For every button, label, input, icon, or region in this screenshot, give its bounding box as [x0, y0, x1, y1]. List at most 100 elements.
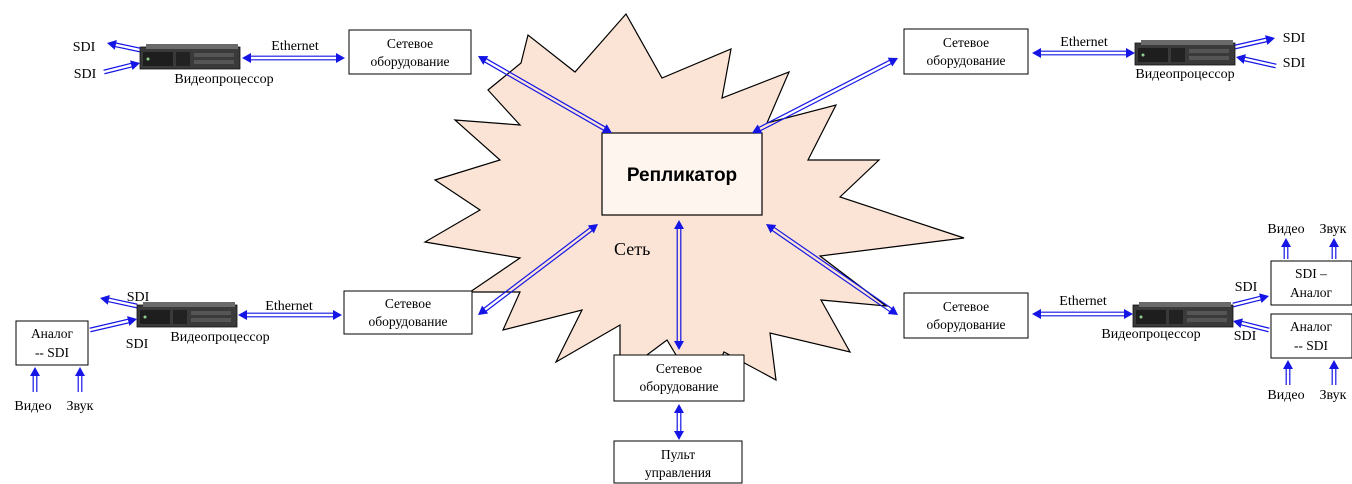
arrow-line [482, 226, 591, 310]
sdi-label: SDI [126, 337, 149, 352]
arrow-line [1235, 40, 1268, 50]
arrow-head [1283, 360, 1293, 369]
box-line: SDI – [1295, 266, 1327, 281]
ethernet-tl [242, 53, 345, 63]
arrow-line [103, 62, 132, 71]
sound-in-right [1329, 360, 1339, 385]
network-equipment-bottom-left[interactable]: Сетевое оборудование [343, 290, 473, 335]
videoprocessor-label: Видеопроцессор [1101, 327, 1200, 342]
video-in-right [1283, 360, 1293, 385]
arrow-line [1241, 320, 1270, 329]
link-bc-replicator [674, 220, 684, 350]
video-out-right [1281, 238, 1291, 259]
sound-label: Звук [1320, 388, 1347, 403]
sdi-in-bl [89, 316, 137, 333]
box-line: Аналог [31, 326, 74, 341]
network-equipment-top-right[interactable]: Сетевое оборудование [903, 28, 1029, 75]
arrow-head [1233, 318, 1243, 329]
arrow-head [478, 305, 489, 315]
box-line: Сетевое [943, 299, 989, 314]
arrow-head [1124, 309, 1133, 319]
arrow-head [674, 431, 684, 440]
arrow-line [759, 62, 892, 132]
arrow-head [1126, 48, 1135, 58]
arrow-line [758, 59, 891, 129]
box-line: управления [645, 465, 711, 480]
box-line: оборудование [926, 53, 1005, 68]
ethernet-tr [1032, 48, 1135, 58]
arrow-line [773, 226, 893, 310]
arrow-line [115, 42, 141, 49]
sdi-out-bl [100, 295, 138, 309]
link-tr-replicator [752, 57, 898, 134]
link-tl-replicator [478, 56, 612, 133]
ethernet-label: Ethernet [1059, 294, 1107, 309]
video-label: Видео [14, 399, 51, 414]
arrow-head [1032, 48, 1041, 58]
arrow-head [100, 295, 110, 305]
arrow-head [1236, 54, 1246, 64]
connection-arrows [30, 35, 1339, 440]
box-line: оборудование [639, 379, 718, 394]
box-line: Сетевое [943, 35, 989, 50]
arrow-line [114, 45, 140, 53]
network-equipment-bottom-center[interactable]: Сетевое оборудование [613, 354, 745, 402]
arrow-head [333, 310, 342, 320]
arrow-head [127, 316, 137, 326]
videoprocessor-label: Видеопроцессор [1135, 67, 1234, 82]
converter-analog-sdi-left[interactable]: Аналог -- SDI [15, 320, 89, 366]
control-console[interactable]: Пульт управления [613, 440, 743, 484]
arrow-head [1259, 293, 1269, 304]
sdi-label: SDI [73, 40, 96, 55]
link-br-replicator [766, 224, 898, 315]
arrow-line [483, 61, 605, 132]
videoprocessor-label: Видеопроцессор [170, 330, 269, 345]
arrow-line [485, 229, 594, 313]
box-line: Аналог [1290, 285, 1333, 300]
arrow-head [1265, 35, 1275, 45]
sound-in-left [75, 367, 85, 392]
sound-label: Звук [67, 399, 94, 414]
arrow-head [601, 124, 612, 133]
ethernet-label: Ethernet [1060, 35, 1108, 50]
arrow-head [887, 57, 898, 67]
sound-out-right [1329, 238, 1339, 259]
videoprocessor-label: Видеопроцессор [174, 72, 273, 87]
box-line: оборудование [368, 314, 447, 329]
arrow-line [107, 300, 137, 309]
arrow-line [1232, 295, 1261, 304]
arrow-head [107, 39, 117, 50]
arrow-head [130, 60, 140, 71]
converter-analog-sdi-right[interactable]: Аналог -- SDI [1270, 313, 1352, 359]
arrow-head [1032, 309, 1041, 319]
arrow-head [887, 305, 898, 315]
arrow-head [674, 220, 684, 229]
box-line: -- SDI [35, 345, 70, 360]
videoprocessor-top-left[interactable] [139, 43, 241, 70]
arrow-line [104, 66, 133, 75]
videoprocessor-bottom-right[interactable] [1132, 301, 1234, 328]
arrow-head [242, 53, 251, 63]
ethernet-br [1032, 309, 1133, 319]
converter-sdi-analog-right[interactable]: SDI – Аналог [1270, 260, 1352, 306]
sdi-label: SDI [1235, 280, 1258, 295]
network-equipment-bottom-right[interactable]: Сетевое оборудование [903, 292, 1029, 339]
link-bc-console [674, 404, 684, 440]
arrow-line [108, 297, 138, 305]
sdi-out-tl [107, 39, 141, 53]
sdi-in-br [1233, 318, 1270, 333]
replicator-box[interactable] [601, 132, 763, 216]
sdi-label: SDI [1283, 56, 1306, 71]
videoprocessor-bottom-left[interactable] [136, 301, 238, 328]
arrow-line [1233, 299, 1262, 308]
sdi-in-tl [103, 60, 140, 75]
arrow-head [1329, 360, 1339, 369]
sdi-label: SDI [1234, 329, 1257, 344]
sound-label: Звук [1320, 222, 1347, 237]
arrow-line [1234, 37, 1267, 46]
network-label: Сеть [614, 239, 650, 259]
box-line: оборудование [926, 317, 1005, 332]
network-equipment-top-left[interactable]: Сетевое оборудование [348, 29, 472, 75]
videoprocessor-top-right[interactable] [1134, 39, 1236, 66]
